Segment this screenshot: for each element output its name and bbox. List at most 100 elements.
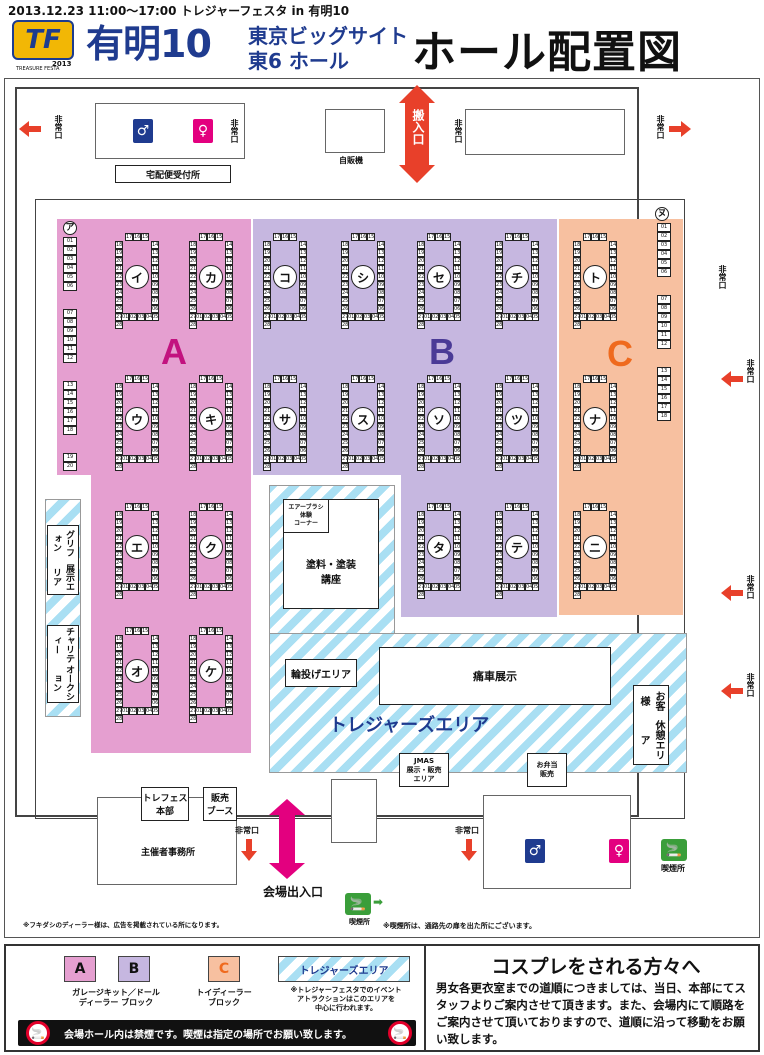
- logo-year: 2013: [52, 60, 72, 68]
- booth-cell: 17: [505, 375, 513, 383]
- booth-cell: 02: [355, 455, 363, 463]
- booth-cell: 20: [417, 257, 425, 265]
- booth-cell: 03: [595, 455, 603, 463]
- booth-cell: 04: [293, 455, 301, 463]
- booth-cell: 08: [299, 431, 307, 439]
- booth-line-2: ブース: [206, 807, 234, 817]
- booth-cell: 02: [203, 455, 211, 463]
- emergency-exit-label: 非常口: [746, 359, 755, 383]
- booth-cell: 18: [495, 511, 503, 519]
- cluster-label: チ: [505, 265, 529, 289]
- legend-treasures-note: ※トレジャーフェスタでのイベント アトラクションはこのエリアを 中心に行われます…: [282, 986, 410, 1013]
- wall-booth: 10: [657, 322, 671, 331]
- booth-cell: 13: [377, 249, 385, 257]
- ring-toss-area: 輪投げエリア: [285, 659, 357, 687]
- booth-cell: 23: [417, 551, 425, 559]
- booth-cell: 01: [121, 707, 129, 715]
- booth-cell: 18: [189, 383, 197, 391]
- booth-cell: 16: [207, 627, 215, 635]
- booth-cell: 09: [225, 551, 233, 559]
- booth-cell: 26: [573, 305, 581, 313]
- booth-cell: 11: [609, 265, 617, 273]
- booth-cell: 21: [495, 535, 503, 543]
- no-smoking-text: 会場ホール内は禁煙です。喫煙は指定の場所でお願い致します。: [64, 1029, 352, 1041]
- booth-cell: 02: [203, 707, 211, 715]
- airbrush-line-3: コーナー: [293, 520, 318, 527]
- storage-room-top: [465, 109, 625, 155]
- booth-cell: 11: [225, 407, 233, 415]
- booth-cell: 26: [263, 305, 271, 313]
- booth-cell: 16: [207, 375, 215, 383]
- booth-cell: 13: [453, 519, 461, 527]
- booth-cell: 09: [377, 281, 385, 289]
- bento-sales: お弁当 販売: [527, 753, 567, 787]
- booth-cell: 11: [453, 265, 461, 273]
- booth-cell: 03: [595, 313, 603, 321]
- booth-cell: 18: [189, 511, 197, 519]
- booth-cell: 04: [447, 583, 455, 591]
- booth-cell: 09: [151, 423, 159, 431]
- booth-cell: 01: [423, 313, 431, 321]
- booth-cell: 25: [495, 297, 503, 305]
- booth-cell: 06: [225, 447, 233, 455]
- booth-cell: 22: [115, 667, 123, 675]
- booth-cell: 20: [573, 399, 581, 407]
- wall-booth: 18: [657, 412, 671, 421]
- booth-cell: 04: [525, 583, 533, 591]
- booth-cell: 25: [263, 439, 271, 447]
- wall-booth: 03: [63, 255, 77, 264]
- no-smoking-icon: 🚬: [388, 1021, 412, 1045]
- booth-cell: 11: [225, 535, 233, 543]
- booth-cell: 09: [299, 281, 307, 289]
- booth-cell: 11: [453, 407, 461, 415]
- booth-cell: 14: [609, 511, 617, 519]
- booth-cell: 07: [299, 439, 307, 447]
- booth-cell: 11: [299, 407, 307, 415]
- wall-booth: 16: [657, 394, 671, 403]
- booth-cell: 19: [189, 643, 197, 651]
- booth-cell: 21: [573, 265, 581, 273]
- treasure-note-1: ※トレジャーフェスタでのイベント: [290, 986, 402, 994]
- booth-cell: 22: [189, 667, 197, 675]
- booth-cell: 20: [417, 527, 425, 535]
- booth-cell: 04: [603, 455, 611, 463]
- booth-cell: 21: [115, 265, 123, 273]
- booth-cell: 26: [115, 305, 123, 313]
- booth-cell: 15: [141, 233, 149, 241]
- rest-line-1: お客様: [638, 690, 664, 711]
- booth-cell: 09: [225, 281, 233, 289]
- booth-cell: 18: [573, 383, 581, 391]
- exit-arrow-right-2: [721, 585, 743, 601]
- booth-cell: 19: [417, 249, 425, 257]
- page-title: ホール配置図: [412, 27, 682, 78]
- booth-cell: 22: [573, 273, 581, 281]
- booth-cell: 22: [573, 415, 581, 423]
- booth-cell: 24: [263, 431, 271, 439]
- booth-cell: 24: [417, 289, 425, 297]
- legend-ab-line-2: ディーラー ブロック: [78, 998, 154, 1007]
- booth-cell: 19: [341, 249, 349, 257]
- booth-cell: 16: [513, 503, 521, 511]
- booth-cell: 10: [453, 543, 461, 551]
- booth-cell: 12: [151, 651, 159, 659]
- booth-cell: 06: [609, 447, 617, 455]
- booth-cell: 19: [495, 249, 503, 257]
- emergency-exit-label: 非常口: [454, 119, 463, 143]
- booth-cell: 20: [115, 527, 123, 535]
- booth-cell: 09: [609, 281, 617, 289]
- booth-cell: 28: [189, 715, 197, 723]
- booth-cell: 16: [435, 503, 443, 511]
- booth-cell: 24: [189, 683, 197, 691]
